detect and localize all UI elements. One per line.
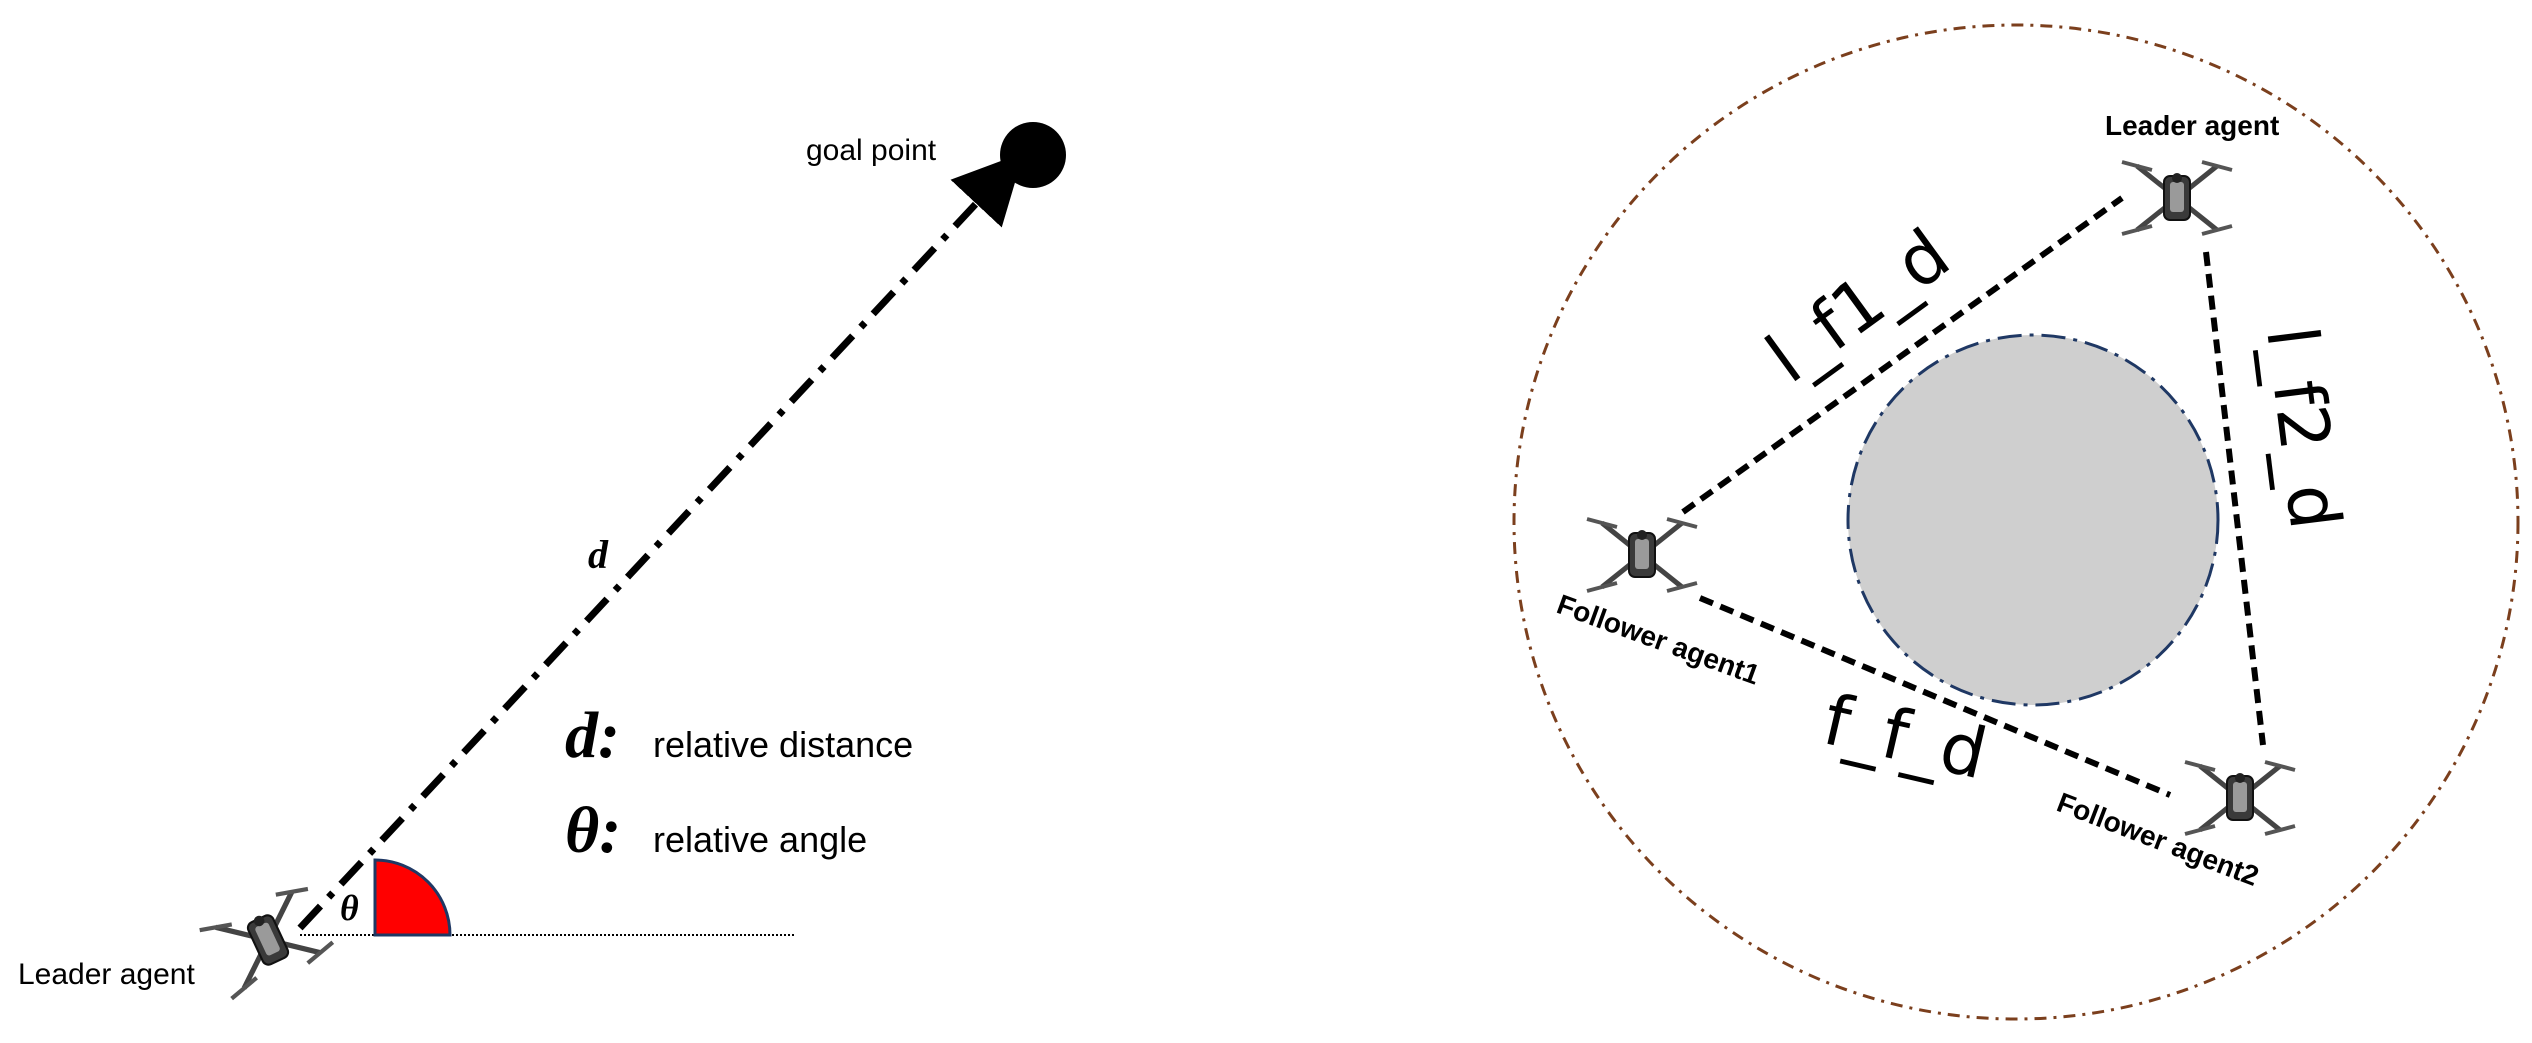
leader-drone-icon-right bbox=[2122, 162, 2232, 234]
edge-label-l-f2-d: l_f2_d bbox=[2250, 322, 2356, 534]
legend-distance-symbol: d: bbox=[565, 699, 620, 772]
distance-line bbox=[297, 152, 1024, 931]
goal-point-marker bbox=[1000, 122, 1066, 188]
left-diagram: goal point d θ Leader agent d: relative … bbox=[18, 122, 1066, 999]
legend-angle-text: relative angle bbox=[653, 819, 867, 860]
formation-boundary bbox=[1512, 23, 2520, 1021]
follower1-drone-icon bbox=[1587, 519, 1697, 591]
edge-leader-follower1 bbox=[1681, 195, 2124, 515]
leader-agent-label-right: Leader agent bbox=[2105, 110, 2279, 141]
obstacle-circle bbox=[1846, 333, 2220, 707]
legend-angle-symbol: θ: bbox=[565, 794, 621, 867]
edge-leader-follower2 bbox=[2203, 251, 2266, 746]
angle-symbol: θ bbox=[340, 888, 359, 928]
angle-wedge bbox=[373, 858, 452, 937]
leader-drone-icon bbox=[200, 881, 337, 998]
legend-distance-text: relative distance bbox=[653, 724, 913, 765]
distance-symbol: d bbox=[588, 532, 609, 577]
leader-agent-label-left: Leader agent bbox=[18, 958, 195, 991]
follower2-drone-icon bbox=[2185, 762, 2295, 834]
right-diagram: l_f1_d l_f2_d f_f_d Leader agent Followe… bbox=[1512, 23, 2520, 1021]
follower1-label: Follower agent1 bbox=[1553, 589, 1764, 691]
edge-follower1-follower2 bbox=[1698, 595, 2172, 798]
edge-label-f-f-d: f_f_d bbox=[1816, 679, 1994, 796]
goal-point-label: goal point bbox=[806, 134, 937, 167]
